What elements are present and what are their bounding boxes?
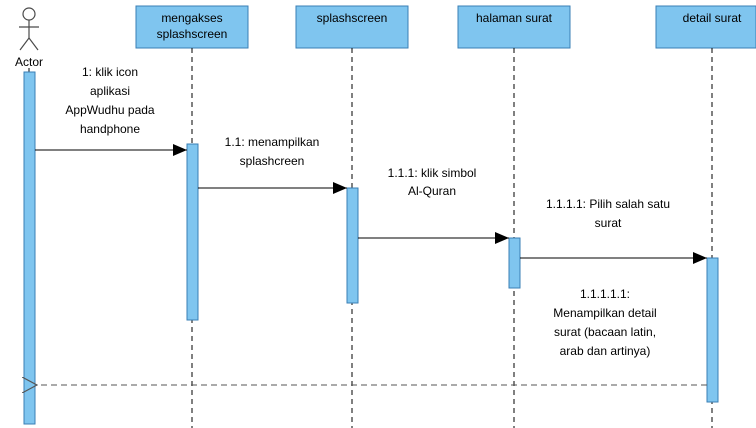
message-label: surat (bacaan latin, [554, 325, 656, 339]
message-1-1[interactable]: 1.1: menampilkan splashcreen [198, 135, 347, 194]
message-label: Al-Quran [408, 184, 456, 198]
activation-bar-mengakses[interactable] [186, 143, 199, 321]
lifeline-label: detail surat [683, 11, 742, 25]
message-label: splashcreen [240, 154, 305, 168]
message-label: 1: klik icon [82, 65, 138, 79]
lifeline-detail-surat[interactable]: detail surat [655, 5, 756, 49]
lifeline-label: splashscreen [157, 27, 228, 41]
message-label: 1.1.1.1.1: [580, 287, 630, 301]
message-label: 1.1: menampilkan [225, 135, 320, 149]
message-1-1-1[interactable]: 1.1.1: klik simbol Al-Quran [358, 166, 509, 244]
message-label: surat [595, 216, 622, 230]
activation-bars [23, 71, 719, 425]
message-label: handphone [80, 122, 140, 136]
lifeline-label: halaman surat [476, 11, 553, 25]
message-label: 1.1.1.1: Pilih salah satu [546, 197, 670, 211]
activation-bar-detail-surat[interactable] [706, 257, 719, 403]
lifeline-splashscreen[interactable]: splashscreen [295, 5, 409, 49]
activation-bar-actor[interactable] [23, 71, 36, 425]
lifeline-label: mengakses [161, 11, 222, 25]
lifeline-mengakses[interactable]: mengakses splashscreen [135, 5, 249, 49]
message-1[interactable]: 1: klik icon aplikasi AppWudhu pada hand… [35, 65, 187, 156]
actor[interactable]: Actor [15, 7, 43, 69]
actor-label: Actor [15, 55, 43, 69]
activation-bar-splashscreen[interactable] [346, 187, 359, 304]
message-label: aplikasi [90, 84, 130, 98]
activation-bar-halaman-surat[interactable] [508, 237, 521, 289]
message-1-1-1-1[interactable]: 1.1.1.1: Pilih salah satu surat [520, 197, 707, 264]
lifeline-label: splashscreen [317, 11, 388, 25]
message-label: 1.1.1: klik simbol [388, 166, 477, 180]
lifeline-box-mengakses[interactable] [135, 5, 249, 49]
lifeline-halaman-surat[interactable]: halaman surat [457, 5, 571, 49]
message-label: Menampilkan detail [553, 306, 656, 320]
message-1-1-1-1-1[interactable]: 1.1.1.1.1: Menampilkan detail surat (bac… [37, 287, 707, 385]
lifeline-box-halaman-surat[interactable] [457, 5, 571, 49]
message-label: arab dan artinya) [560, 344, 651, 358]
message-label: AppWudhu pada [65, 103, 155, 117]
lifeline-box-splashscreen[interactable] [295, 5, 409, 49]
lifeline-box-detail-surat[interactable] [655, 5, 756, 49]
actor-icon [19, 7, 39, 51]
